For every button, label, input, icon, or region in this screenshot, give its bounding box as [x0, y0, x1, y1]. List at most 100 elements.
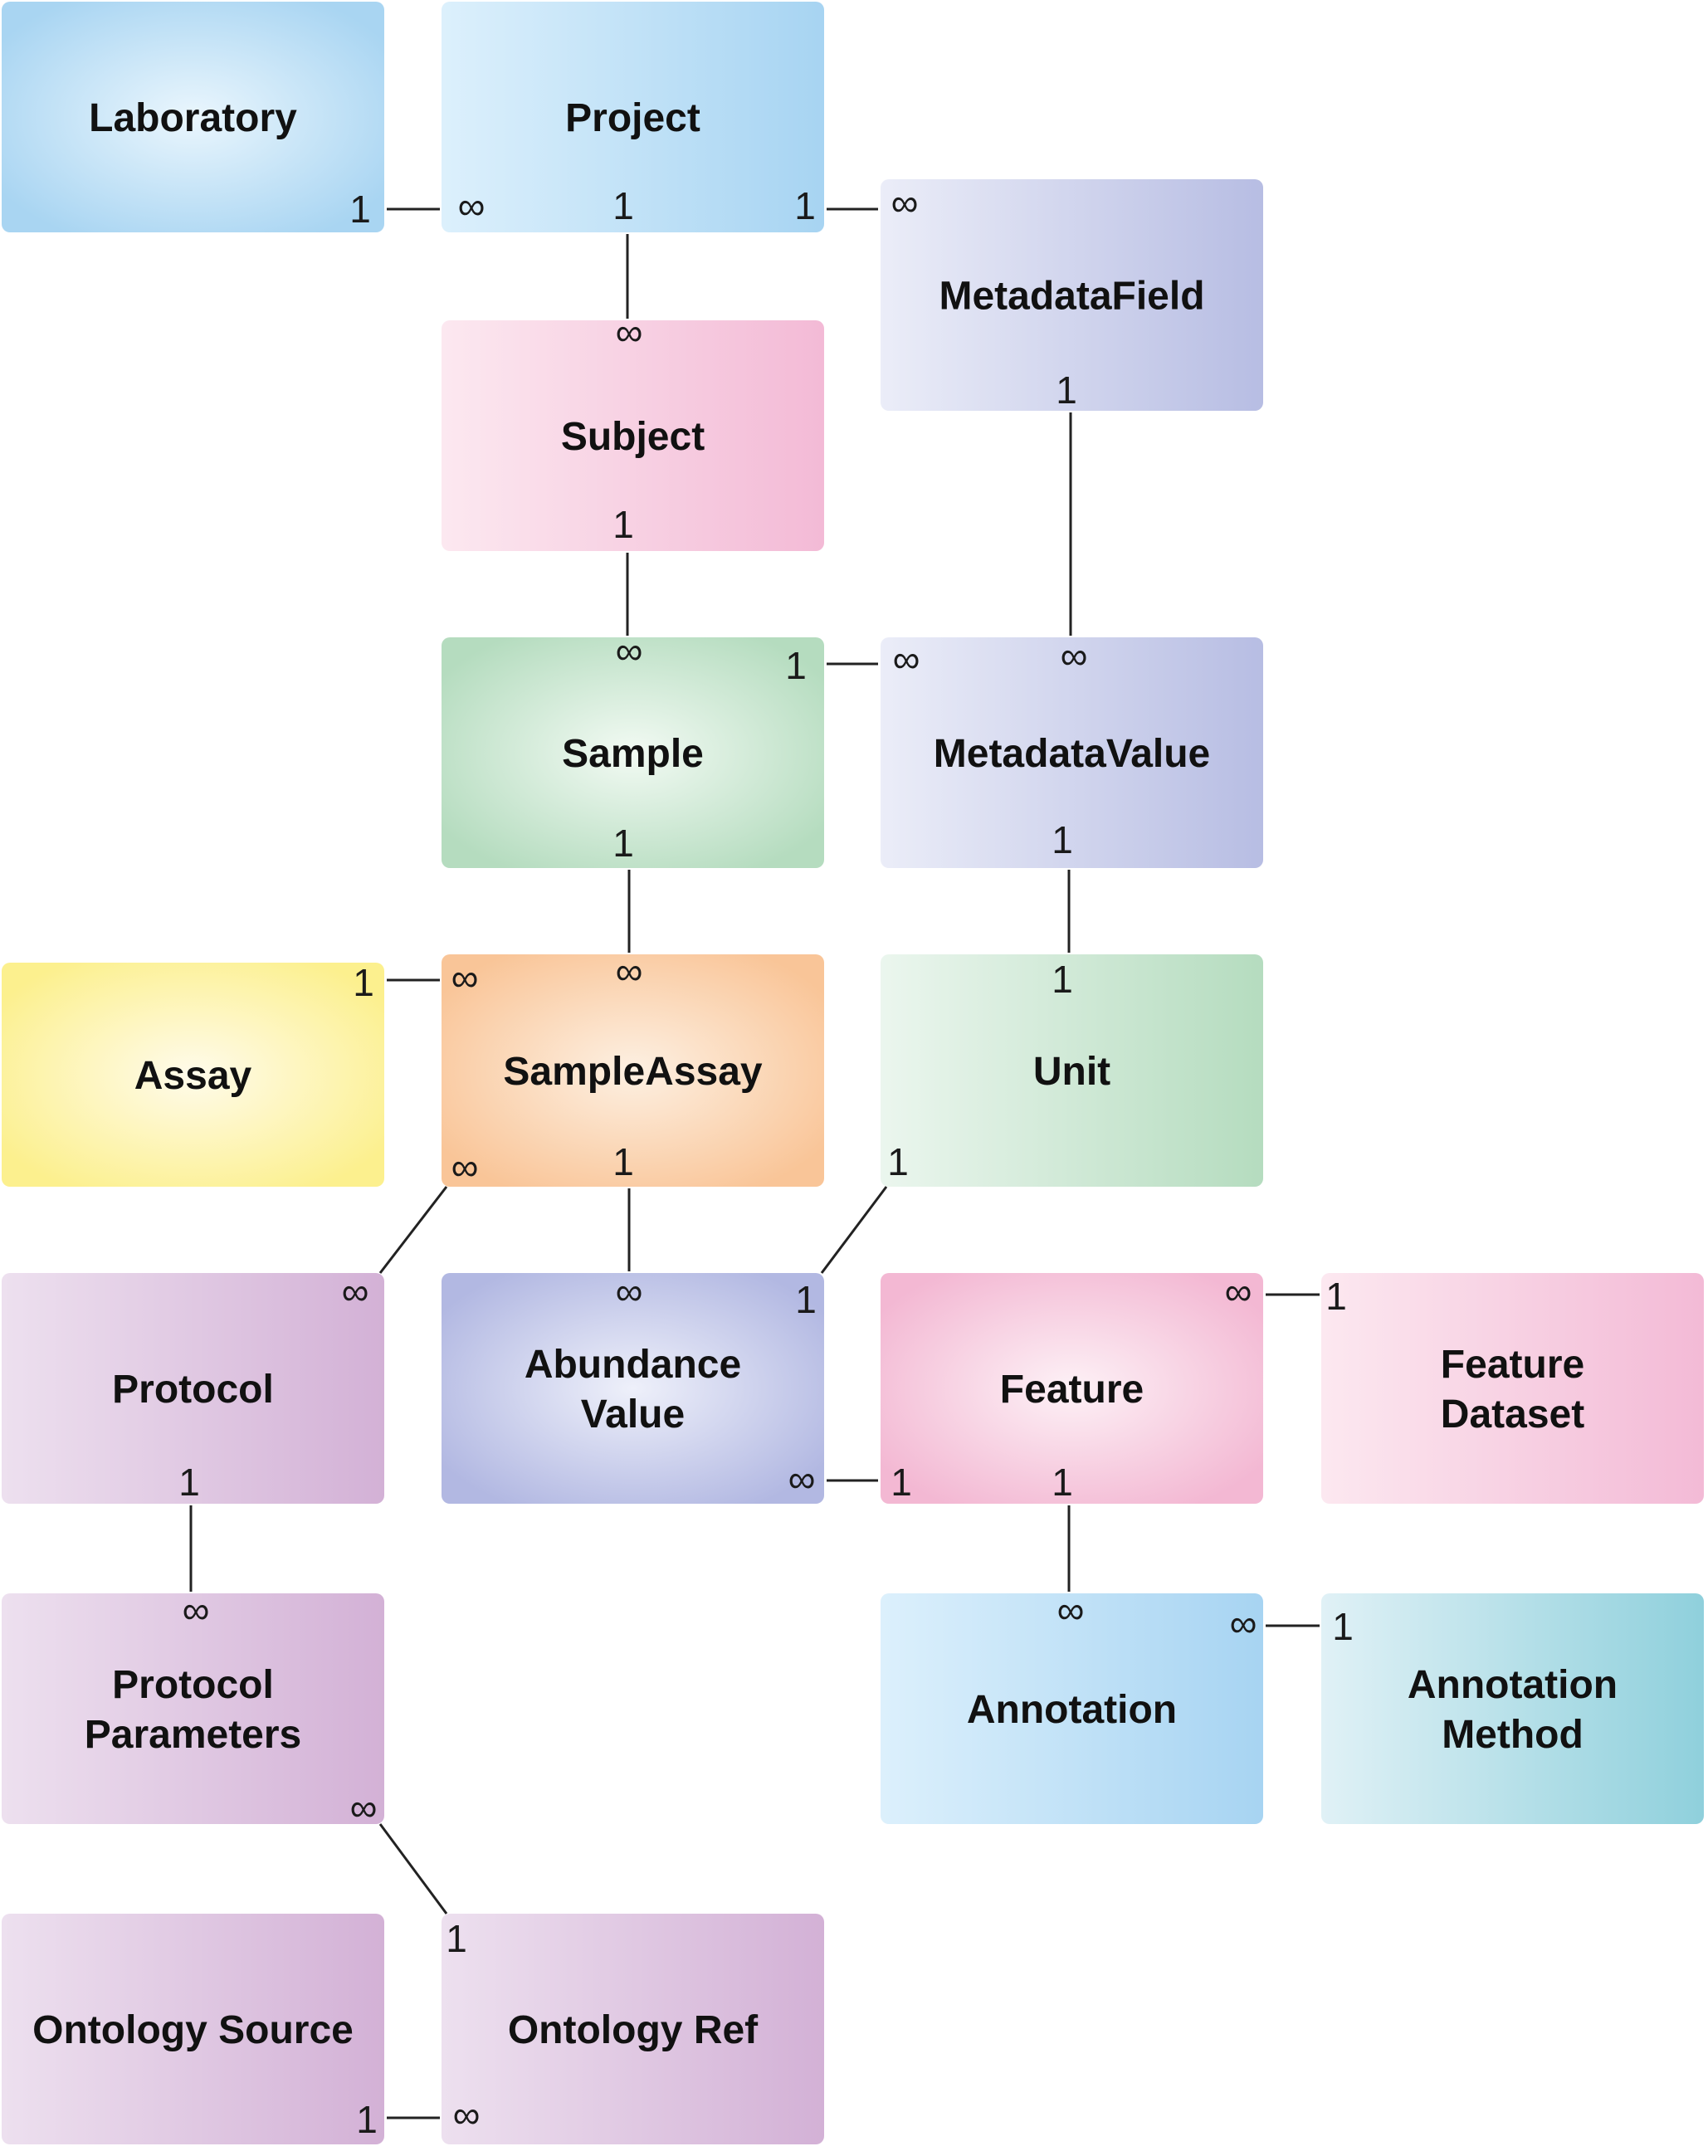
cardinality-annotation: ∞	[1057, 1588, 1085, 1632]
cardinality-labels: 1∞1∞1∞1∞1∞1∞1∞111∞∞∞1∞11∞1∞11∞1∞∞1∞11∞	[178, 181, 1354, 2141]
cardinality-sampleassay: ∞	[451, 956, 479, 999]
relationship-line-unit-abundancevalue	[820, 1186, 888, 1274]
entity-label-sample: Sample	[562, 732, 704, 776]
cardinality-feature: 1	[891, 1461, 912, 1504]
cardinality-protocolparameters: ∞	[183, 1588, 210, 1632]
entity-box-subject	[442, 320, 824, 551]
entity-box-sample	[442, 637, 824, 868]
cardinality-sample: 1	[785, 644, 807, 687]
entity-box-feature	[881, 1273, 1263, 1504]
cardinality-feature: 1	[1052, 1461, 1073, 1504]
entity-label-abundancevalue: Value	[581, 1393, 685, 1437]
entity-label-subject: Subject	[561, 415, 705, 459]
entity-label-annotationmethod: Method	[1442, 1713, 1584, 1757]
entity-box-ontologyref	[442, 1914, 824, 2144]
cardinality-unit: 1	[1052, 958, 1073, 1001]
relationship-line-protocolparameters-ontologyref	[378, 1823, 448, 1915]
entity-metadatafield: MetadataField	[881, 179, 1263, 411]
cardinality-ontologysource: 1	[356, 2098, 378, 2141]
cardinality-project: 1	[794, 184, 816, 227]
entity-label-project: Project	[565, 96, 700, 140]
entity-box-sampleassay	[442, 954, 824, 1187]
cardinality-sampleassay: ∞	[616, 949, 643, 993]
cardinality-metadatafield: ∞	[891, 181, 919, 224]
entity-label-featuredataset: Feature	[1441, 1343, 1584, 1387]
cardinality-unit: 1	[887, 1140, 909, 1183]
entity-unit: Unit	[881, 954, 1263, 1187]
cardinality-protocolparameters: ∞	[350, 1786, 378, 1829]
cardinality-subject: ∞	[616, 310, 643, 354]
cardinality-abundancevalue: ∞	[788, 1457, 816, 1500]
cardinality-featuredataset: 1	[1325, 1275, 1347, 1318]
entity-sample: Sample	[442, 637, 824, 868]
entity-label-metadatavalue: MetadataValue	[934, 732, 1210, 776]
entity-project: Project	[442, 2, 824, 232]
cardinality-assay: 1	[353, 961, 374, 1004]
entity-label-protocol: Protocol	[112, 1368, 274, 1412]
entity-box-unit	[881, 954, 1263, 1187]
cardinality-abundancevalue: ∞	[616, 1270, 643, 1313]
cardinality-ontologyref: ∞	[453, 2093, 481, 2136]
entity-label-protocolparameters: Protocol	[112, 1663, 274, 1707]
entity-label-abundancevalue: Abundance	[525, 1343, 741, 1387]
entity-label-protocolparameters: Parameters	[85, 1713, 302, 1757]
cardinality-metadatavalue: ∞	[893, 637, 920, 680]
cardinality-metadatafield: 1	[1056, 368, 1077, 412]
cardinality-subject: 1	[612, 503, 634, 546]
entity-protocol: Protocol	[2, 1273, 384, 1504]
entity-annotation: Annotation	[881, 1593, 1263, 1824]
cardinality-metadatavalue: ∞	[1061, 634, 1088, 677]
entity-box-project	[442, 2, 824, 232]
entity-box-metadatafield	[881, 179, 1263, 411]
entity-box-metadatavalue	[881, 637, 1263, 868]
entity-label-laboratory: Laboratory	[89, 96, 297, 140]
cardinality-annotationmethod: 1	[1332, 1605, 1354, 1648]
cardinality-sample: ∞	[616, 629, 643, 672]
cardinality-project: 1	[612, 184, 634, 227]
entity-ontologysource: Ontology Source	[2, 1914, 384, 2144]
entity-sampleassay: SampleAssay	[442, 954, 824, 1187]
entity-label-ontologysource: Ontology Source	[32, 2008, 354, 2052]
entity-label-feature: Feature	[1000, 1368, 1144, 1412]
entity-box-abundancevalue	[442, 1273, 824, 1504]
relationship-lines	[189, 207, 1320, 2119]
entity-label-ontologyref: Ontology Ref	[508, 2008, 759, 2052]
entity-feature: Feature	[881, 1273, 1263, 1504]
entity-label-unit: Unit	[1033, 1050, 1110, 1094]
cardinality-feature: ∞	[1225, 1270, 1252, 1313]
cardinality-annotation: ∞	[1230, 1602, 1257, 1645]
entity-box-ontologysource	[2, 1914, 384, 2144]
entity-box-annotationmethod	[1321, 1593, 1704, 1824]
entity-box-annotation	[881, 1593, 1263, 1824]
entity-label-metadatafield: MetadataField	[939, 275, 1204, 319]
cardinality-protocol: 1	[178, 1461, 200, 1504]
cardinality-abundancevalue: 1	[795, 1278, 817, 1321]
entity-box-laboratory	[2, 2, 384, 232]
cardinality-ontologyref: 1	[446, 1917, 467, 1960]
cardinality-project: ∞	[458, 184, 486, 227]
entity-box-assay	[2, 963, 384, 1187]
entity-metadatavalue: MetadataValue	[881, 637, 1263, 868]
entity-label-sampleassay: SampleAssay	[503, 1050, 762, 1094]
cardinality-metadatavalue: 1	[1052, 818, 1073, 861]
cardinality-laboratory: 1	[349, 188, 371, 231]
entity-laboratory: Laboratory	[2, 2, 384, 232]
relationship-line-sampleassay-protocol	[378, 1186, 448, 1274]
entity-label-featuredataset: Dataset	[1441, 1393, 1584, 1437]
entity-box-featuredataset	[1321, 1273, 1704, 1504]
entity-assay: Assay	[2, 963, 384, 1187]
entity-ontologyref: Ontology Ref	[442, 1914, 824, 2144]
cardinality-sample: 1	[612, 822, 634, 865]
entity-subject: Subject	[442, 320, 824, 551]
entity-box-protocolparameters	[2, 1593, 384, 1824]
entity-box-protocol	[2, 1273, 384, 1504]
entity-label-annotation: Annotation	[967, 1688, 1177, 1732]
cardinality-protocol: ∞	[342, 1270, 369, 1313]
entity-label-annotationmethod: Annotation	[1408, 1663, 1618, 1707]
